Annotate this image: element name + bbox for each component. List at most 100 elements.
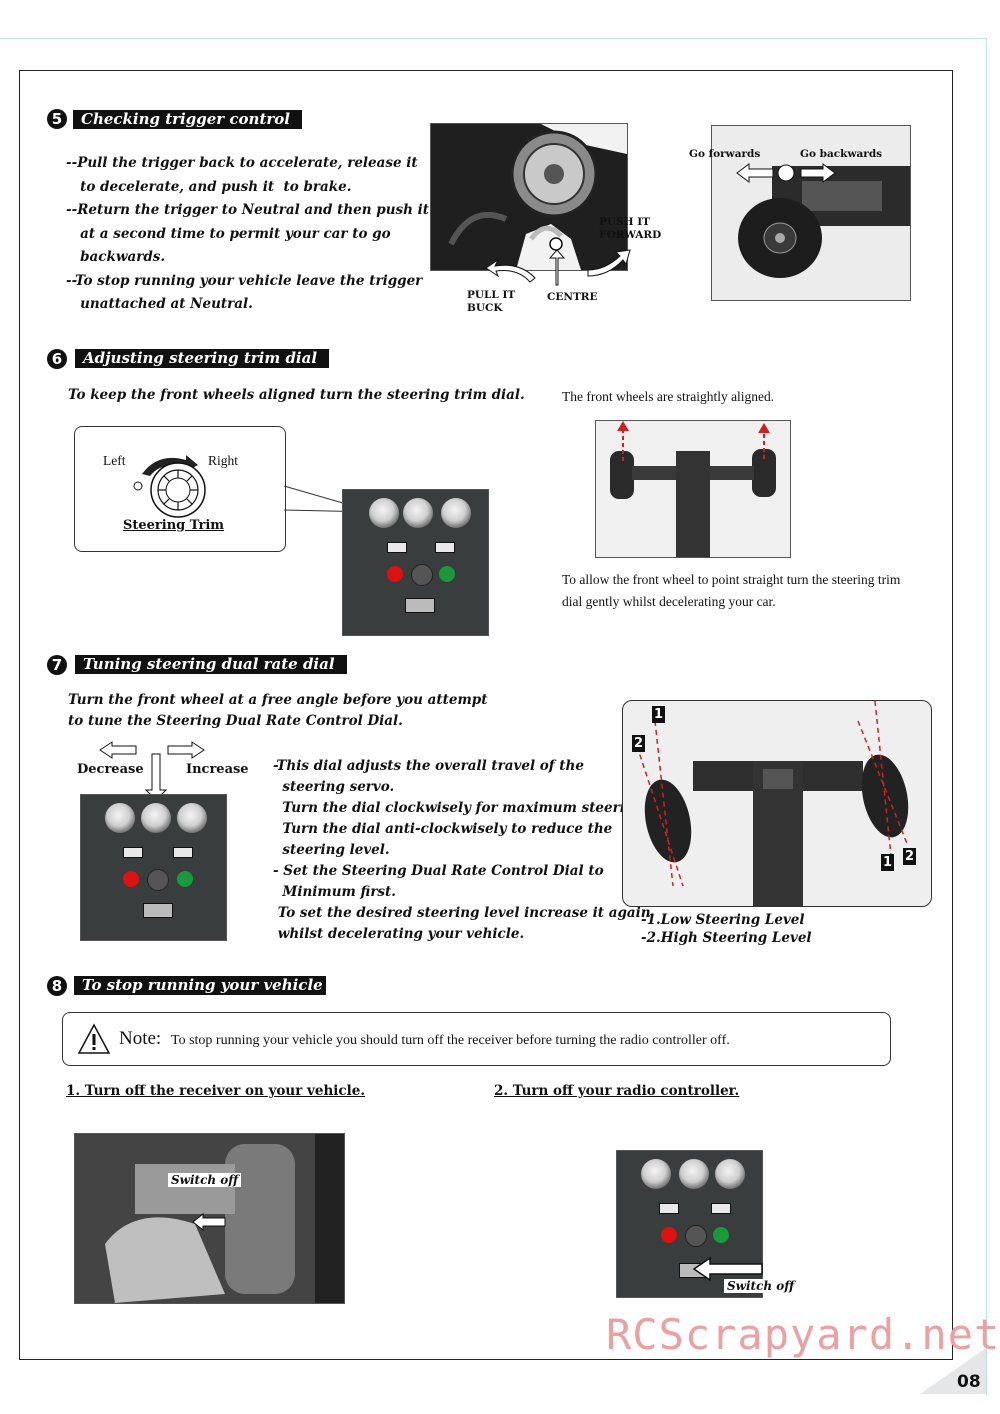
reverse-switch bbox=[711, 1203, 731, 1214]
transmitter-panel-photo bbox=[342, 489, 489, 636]
body-line: Turn the dial clockwisely for maximum st… bbox=[273, 800, 649, 816]
level-tag-2: 2 bbox=[903, 848, 916, 865]
note-box: Note: To stop running your vehicle you s… bbox=[62, 1012, 891, 1066]
aligned-caption: The front wheels are straightly aligned. bbox=[562, 389, 775, 404]
instruction-line: --Pull the trigger back to accelerate, r… bbox=[66, 155, 418, 171]
page-number: 08 bbox=[957, 1372, 981, 1392]
instruction-line: --Return the trigger to Neutral and then… bbox=[66, 202, 429, 218]
power-led-red bbox=[123, 871, 139, 887]
transmitter-grip-illustration bbox=[431, 124, 627, 270]
controller-switch-off-label: Switch off bbox=[724, 1279, 798, 1293]
pull-back-label: PULL IT BUCK bbox=[467, 289, 516, 314]
throttle-trim-knob bbox=[715, 1159, 745, 1189]
section-5-instructions: --Pull the trigger back to accelerate, r… bbox=[66, 152, 429, 317]
battery-led-green bbox=[177, 871, 193, 887]
section-5-number: 5 bbox=[47, 109, 67, 129]
trim-left-label: Left bbox=[103, 453, 126, 468]
decrease-label: Decrease bbox=[77, 762, 144, 777]
center-button bbox=[685, 1225, 707, 1247]
steering-trim-label: Steering Trim bbox=[123, 518, 225, 533]
reverse-switch bbox=[173, 847, 193, 858]
trigger-photo bbox=[430, 123, 628, 271]
power-switch bbox=[405, 598, 435, 613]
instruction-line: unattached at Neutral. bbox=[66, 296, 253, 312]
intro-line: Turn the front wheel at a free angle bef… bbox=[68, 692, 488, 708]
body-line: To set the desired steering level increa… bbox=[273, 905, 651, 921]
instruction-line: backwards. bbox=[66, 249, 166, 265]
steering-trim-knob bbox=[105, 803, 135, 833]
legend-low: -1.Low Steering Level bbox=[641, 912, 805, 928]
chassis-front-illustration bbox=[610, 421, 776, 557]
trigger-direction-arrows bbox=[485, 237, 631, 286]
instruction-line: --To stop running your vehicle leave the… bbox=[66, 272, 423, 289]
power-led-red bbox=[387, 566, 403, 582]
section-7-body: -This dial adjusts the overall travel of… bbox=[273, 756, 651, 945]
trim-tip-text: To allow the front wheel to point straig… bbox=[562, 572, 901, 609]
decrease-increase-arrows bbox=[99, 741, 205, 800]
body-line: Turn the dial anti-clockwisely to reduce… bbox=[273, 821, 613, 837]
note-label: Note: bbox=[119, 1028, 162, 1049]
intro-line: to tune the Steering Dual Rate Control D… bbox=[68, 713, 403, 729]
steering-level-photo bbox=[622, 700, 932, 907]
aligned-wheels-photo bbox=[595, 420, 791, 558]
body-line: steering servo. bbox=[273, 779, 395, 795]
page-number-tab bbox=[920, 1348, 986, 1394]
go-forwards-label: Go forwards bbox=[689, 148, 761, 160]
section-6-number: 6 bbox=[47, 349, 67, 369]
center-button bbox=[147, 869, 169, 891]
trim-dial-icon bbox=[133, 455, 206, 518]
reverse-switch bbox=[387, 542, 407, 553]
dual-rate-knob bbox=[403, 498, 433, 528]
instruction-line: at a second time to permit your car to g… bbox=[66, 225, 391, 242]
instruction-line: to decelerate, and push it to brake. bbox=[66, 178, 352, 195]
receiver-switch-photo bbox=[74, 1133, 345, 1304]
forward-backward-arrows bbox=[736, 163, 836, 183]
buggy-rear-illustration bbox=[738, 166, 910, 278]
steering-trim-knob bbox=[641, 1159, 671, 1189]
section-7-title: Tuning steering dual rate dial bbox=[75, 655, 347, 674]
reverse-switch bbox=[435, 542, 455, 553]
battery-led-green bbox=[713, 1227, 729, 1243]
increase-label: Increase bbox=[186, 762, 249, 777]
body-line: Minimum first. bbox=[273, 884, 396, 900]
section-6-intro: To keep the front wheels aligned turn th… bbox=[68, 387, 525, 403]
centre-label: CENTRE bbox=[547, 291, 598, 303]
push-forward-label: PUSH IT FORWARD bbox=[599, 216, 662, 241]
center-button bbox=[411, 564, 433, 586]
power-led-red bbox=[661, 1227, 677, 1243]
body-line: whilst decelerating your vehicle. bbox=[273, 926, 525, 942]
receiver-switch-off-label: Switch off bbox=[168, 1173, 242, 1187]
reverse-switch bbox=[659, 1203, 679, 1214]
step-1-heading: 1. Turn off the receiver on your vehicle… bbox=[66, 1083, 366, 1099]
warning-icon bbox=[77, 1023, 111, 1054]
go-backwards-label: Go backwards bbox=[800, 148, 883, 160]
car-direction-photo bbox=[711, 125, 911, 301]
vehicle-engine-illustration bbox=[75, 1134, 344, 1303]
page-inner-frame bbox=[19, 70, 953, 1360]
throttle-trim-knob bbox=[177, 803, 207, 833]
battery-led-green bbox=[439, 566, 455, 582]
page-outer-frame bbox=[0, 38, 987, 1395]
legend-high: -2.High Steering Level bbox=[641, 930, 812, 946]
reverse-switch bbox=[123, 847, 143, 858]
body-line: - Set the Steering Dual Rate Control Dia… bbox=[273, 863, 604, 879]
switch-off-arrow bbox=[692, 1256, 763, 1282]
body-line: -This dial adjusts the overall travel of… bbox=[273, 758, 584, 774]
watermark: RCScrapyard.net bbox=[606, 1310, 1000, 1359]
section-7-number: 7 bbox=[47, 655, 67, 675]
section-8-number: 8 bbox=[47, 976, 67, 996]
level-tag-1: 1 bbox=[652, 706, 665, 723]
steering-trim-callout bbox=[74, 426, 286, 552]
body-line: steering level. bbox=[273, 842, 390, 858]
throttle-trim-knob bbox=[441, 498, 471, 528]
level-tag-2: 2 bbox=[632, 735, 645, 752]
steering-trim-knob bbox=[369, 498, 399, 528]
trim-right-label: Right bbox=[208, 453, 239, 468]
section-8-title: To stop running your vehicle bbox=[74, 976, 326, 995]
section-6-title: Adjusting steering trim dial bbox=[75, 349, 330, 368]
dual-rate-panel-photo bbox=[80, 794, 227, 941]
turned-wheels-illustration bbox=[636, 701, 909, 906]
power-switch bbox=[143, 903, 173, 918]
section-5-title: Checking trigger control bbox=[73, 110, 302, 129]
step-2-heading: 2. Turn off your radio controller. bbox=[494, 1083, 740, 1099]
